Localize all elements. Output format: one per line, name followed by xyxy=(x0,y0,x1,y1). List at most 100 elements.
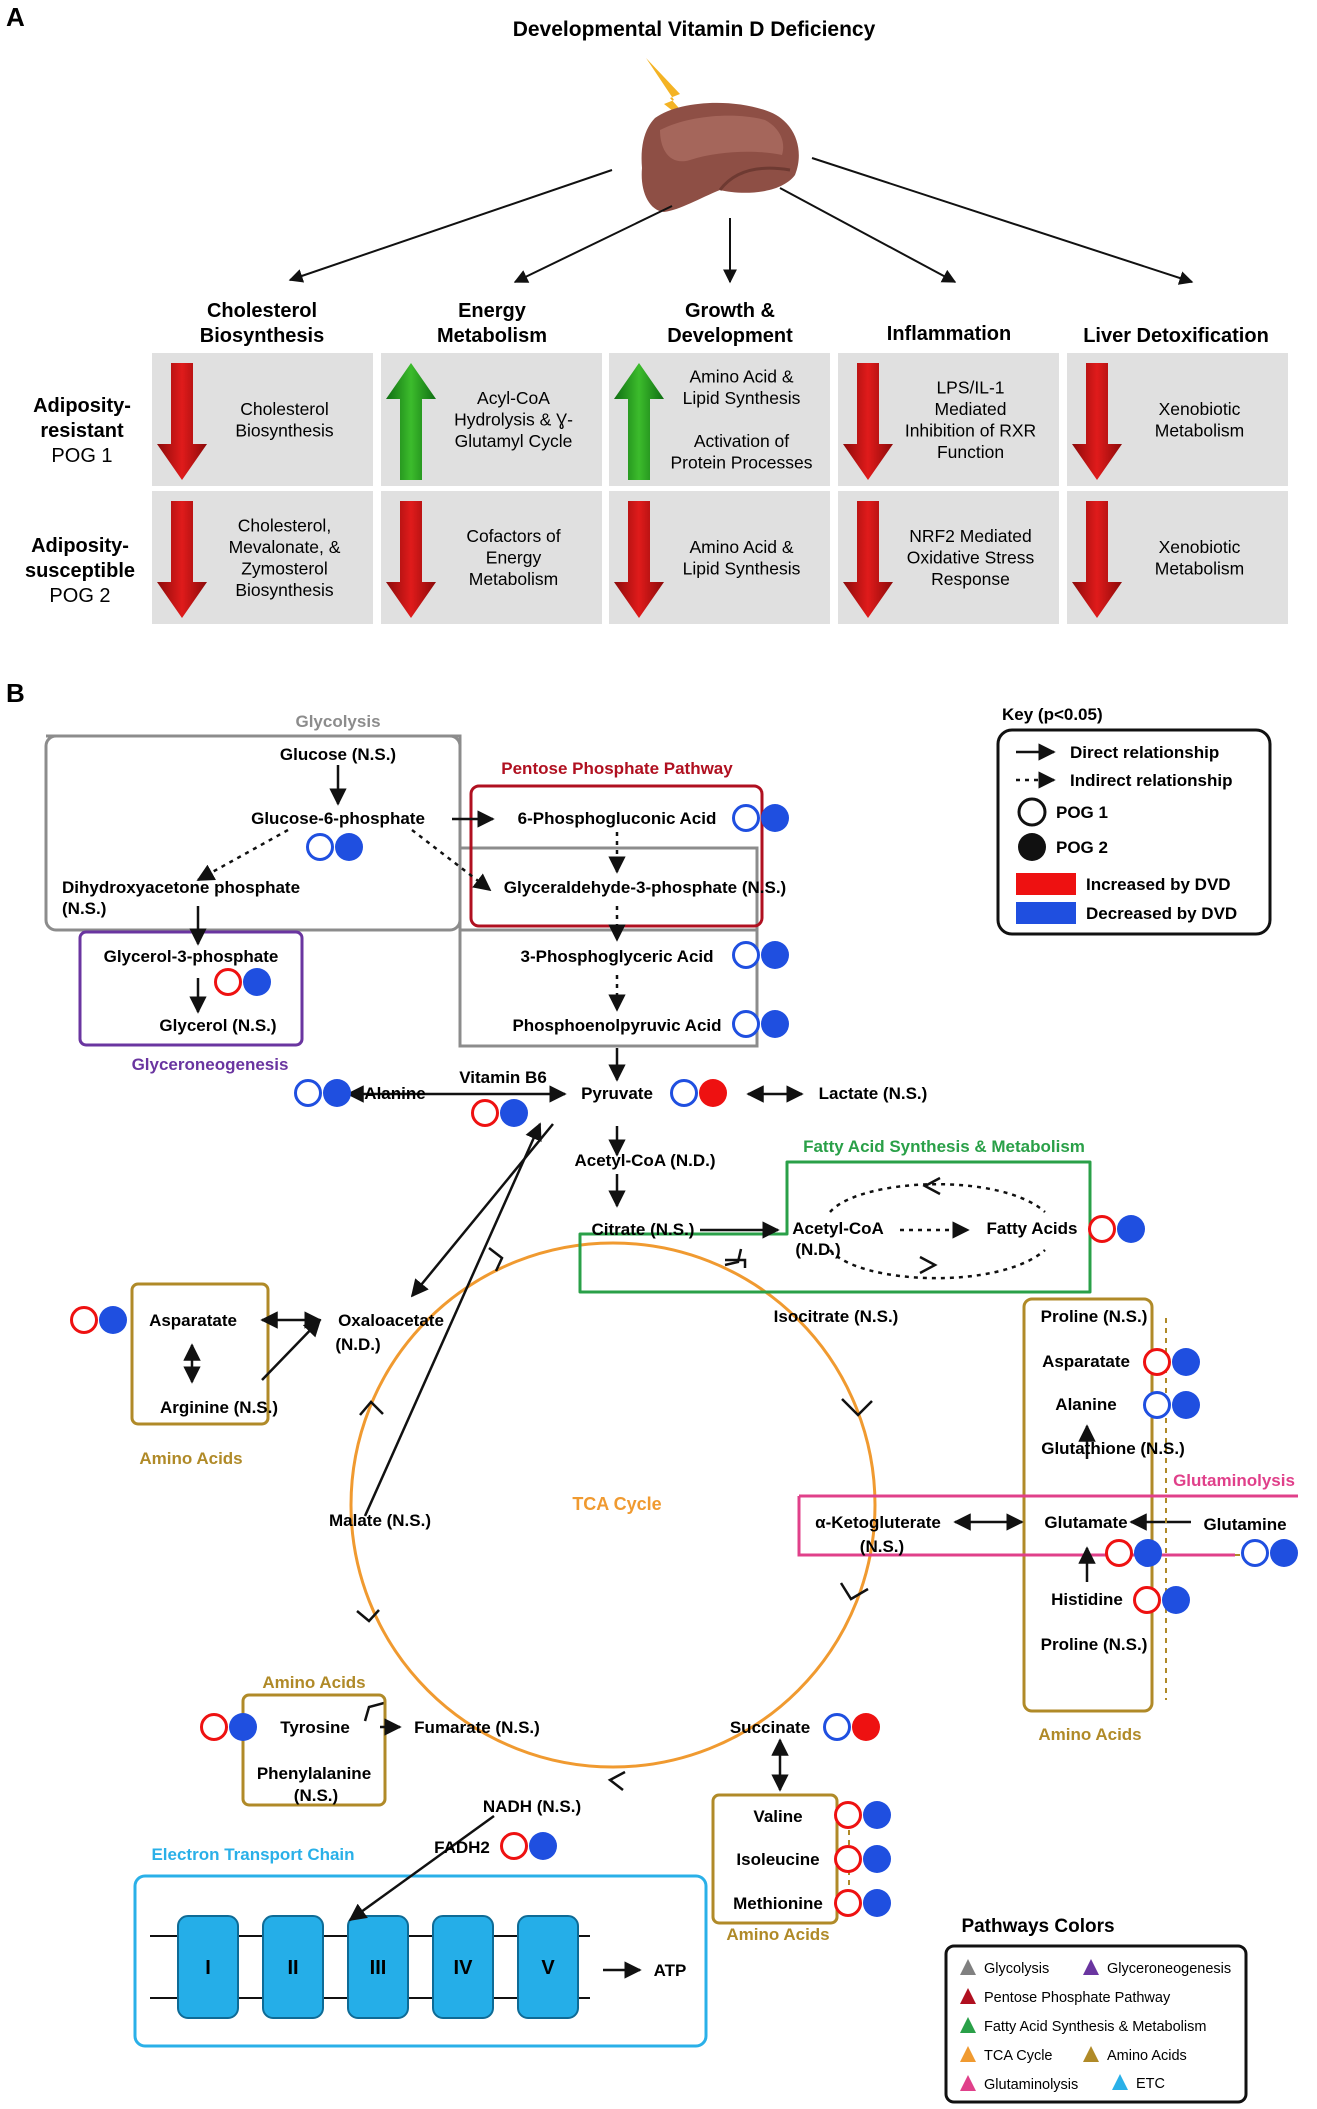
cell-2-4-down-arrow-icon xyxy=(843,501,893,618)
cell-2-5-down-arrow-icon xyxy=(1072,501,1122,618)
legend-label-5: TCA Cycle xyxy=(984,2048,1053,2064)
panel-a-title: Developmental Vitamin D Deficiency xyxy=(513,18,876,41)
label-phenylalanine-2: (N.S.) xyxy=(294,1786,338,1805)
pathway-colors-title: Pathways Colors xyxy=(961,1916,1114,1937)
col-header-3-l2: Development xyxy=(667,325,793,347)
cell-2-3-text-line: Amino Acid & xyxy=(689,537,793,557)
label-malate: Malate (N.S.) xyxy=(329,1511,431,1530)
label-phenylalanine-1: Phenylalanine xyxy=(257,1764,371,1783)
cell-1-5-text-line: Xenobiotic xyxy=(1159,399,1241,419)
panel-b-letter: B xyxy=(6,678,25,708)
col-header-2-l2: Metabolism xyxy=(437,325,547,347)
label-6pga: 6-Phosphogluconic Acid xyxy=(518,809,717,828)
liver-icon xyxy=(641,102,799,212)
row-1-l1: Adiposity- xyxy=(33,395,131,417)
loop-chevron-bottom xyxy=(919,1255,938,1275)
bidirectional-arrows xyxy=(183,1085,1024,1792)
pog1-circle-succinate xyxy=(823,1713,851,1741)
cell-2-4-text-line: Response xyxy=(931,569,1010,589)
pog2-circle-methionine xyxy=(863,1889,891,1917)
cell-1-4-down-arrow-icon xyxy=(843,363,893,480)
label-acetyl-coa-2a: Acetyl-CoA xyxy=(792,1219,884,1238)
cell-2-1-text-line: Mevalonate, & xyxy=(229,537,341,557)
pog1-circle-pyruvate xyxy=(670,1079,698,1107)
pathway-colors-box xyxy=(944,1944,1248,2104)
key-increased-label: Increased by DVD xyxy=(1086,875,1231,894)
key-indirect-label: Indirect relationship xyxy=(1070,771,1232,790)
loop-chevron-top xyxy=(922,1176,941,1196)
col-header-1-l2: Biosynthesis xyxy=(200,325,324,347)
pog1-circle-fatty xyxy=(1088,1215,1116,1243)
cell-2-1-text-line: Biosynthesis xyxy=(235,580,333,600)
key-pog2-label: POG 2 xyxy=(1056,838,1108,857)
key-title: Key (p<0.05) xyxy=(1002,705,1103,724)
amino-acids-lower-left-box xyxy=(241,1693,387,1807)
cell-1-4-text-line: LPS/IL-1 xyxy=(936,377,1004,397)
pog2-circle-tyrosine xyxy=(229,1713,257,1741)
pog2-circle-fatty xyxy=(1117,1215,1145,1243)
label-pyruvate: Pyruvate xyxy=(581,1084,653,1103)
glutaminolysis-title: Glutaminolysis xyxy=(1173,1471,1295,1490)
cell-1-4-text-line: Inhibition of RXR xyxy=(905,420,1036,440)
legend-label-6: Amino Acids xyxy=(1107,2048,1187,2064)
label-arginine-left: Arginine (N.S.) xyxy=(160,1398,278,1417)
amino-acids-left-title: Amino Acids xyxy=(139,1449,242,1468)
label-fatty-acids: Fatty Acids xyxy=(986,1219,1077,1238)
label-nadh: NADH (N.S.) xyxy=(483,1797,581,1816)
etc-complex-3-label: III xyxy=(370,1957,387,1979)
key-direct-label: Direct relationship xyxy=(1070,743,1219,762)
pog1-circle-asparatate-right xyxy=(1143,1348,1171,1376)
cell-2-3-down-arrow-icon xyxy=(614,501,664,618)
cell-2-5-text-line: Xenobiotic xyxy=(1159,537,1241,557)
column-headers: Cholesterol Biosynthesis Energy Metaboli… xyxy=(200,300,1269,347)
legend-triangle-icon-8 xyxy=(1112,2074,1128,2090)
label-valine: Valine xyxy=(753,1807,802,1826)
etc-complex-1-label: I xyxy=(205,1957,211,1979)
label-alanine: Alanine xyxy=(364,1084,425,1103)
pog2-circle-glutamine xyxy=(1270,1539,1298,1567)
cell-1-5-text-line: Metabolism xyxy=(1155,420,1244,440)
liver-arrows xyxy=(288,157,1194,285)
metabolite-labels: Glucose (N.S.) Glucose-6-phosphate Dihyd… xyxy=(62,745,1287,1980)
pog1-circle-valine xyxy=(834,1801,862,1829)
row-2-l3: POG 2 xyxy=(49,585,110,607)
label-methionine: Methionine xyxy=(733,1894,823,1913)
row-1-l2: resistant xyxy=(40,420,124,442)
key-decreased-swatch xyxy=(1016,902,1076,924)
glycolysis-box xyxy=(44,734,462,932)
legend-label-1: Glycolysis xyxy=(984,1961,1049,1977)
pog1-circle-tyrosine xyxy=(200,1713,228,1741)
label-lactate: Lactate (N.S.) xyxy=(819,1084,928,1103)
cell-2-5-text-line: Metabolism xyxy=(1155,558,1244,578)
label-g6p: Glucose-6-phosphate xyxy=(251,809,425,828)
label-dhap-1: Dihydroxyacetone phosphate xyxy=(62,878,300,897)
label-acetyl-coa-2b: (N.D.) xyxy=(795,1240,840,1259)
glycolysis-title: Glycolysis xyxy=(295,712,380,731)
pog2-circle-histidine xyxy=(1162,1586,1190,1614)
legend-label-3: Pentose Phosphate Pathway xyxy=(984,1990,1171,2006)
key-increased-swatch xyxy=(1016,873,1076,895)
label-glucose: Glucose (N.S.) xyxy=(280,745,396,764)
pog1-circle-alanine xyxy=(294,1079,322,1107)
pog2-circle-pga3 xyxy=(761,941,789,969)
cell-2-1-text-line: Zymosterol xyxy=(241,558,328,578)
legend-triangle-icon-1 xyxy=(960,1959,976,1975)
pog2-circle-fadh2 xyxy=(529,1832,557,1860)
pog1-circle-fadh2 xyxy=(500,1832,528,1860)
label-dhap-2: (N.S.) xyxy=(62,899,106,918)
legend-label-2: Glyceroneogenesis xyxy=(1107,1961,1231,1977)
pog2-circle-glutamate xyxy=(1134,1539,1162,1567)
key-pog1-circle xyxy=(1017,797,1047,827)
label-akg-1: α-Ketogluterate xyxy=(815,1513,941,1532)
col-header-2-l1: Energy xyxy=(458,300,527,322)
glyceroneogenesis-title: Glyceroneogenesis xyxy=(132,1055,289,1074)
cell-1-3-up-arrow-icon xyxy=(614,363,664,480)
cell-1-2-text-line: Hydrolysis & Ɣ- xyxy=(454,410,573,430)
cell-2-4-text-line: Oxidative Stress xyxy=(907,548,1035,568)
indirect-arrows xyxy=(196,828,970,1239)
row-2-l1: Adiposity- xyxy=(31,535,129,557)
pog2-circle-asparatate-right xyxy=(1172,1348,1200,1376)
label-isoleucine: Isoleucine xyxy=(736,1850,819,1869)
row-2-l2: susceptible xyxy=(25,560,135,582)
